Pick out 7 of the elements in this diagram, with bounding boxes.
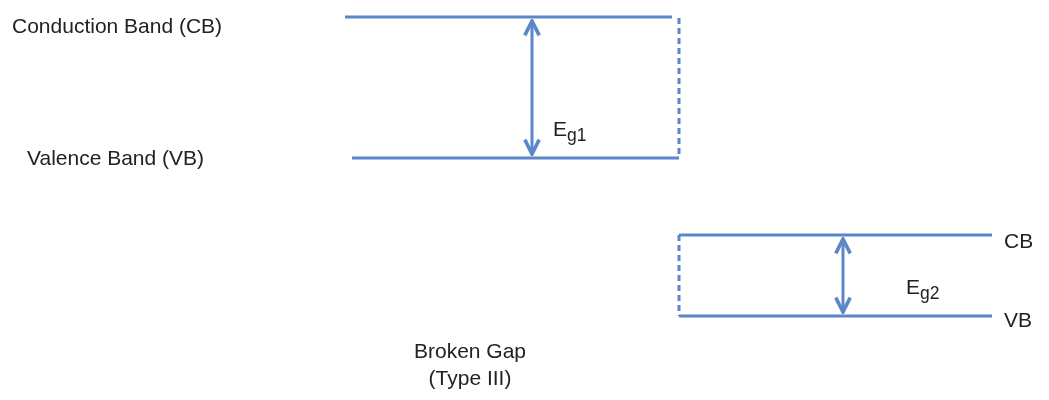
energy-gap-label: E$_{g1}$ xyxy=(553,118,587,145)
band-label: CB xyxy=(1004,230,1034,251)
band-label: VB xyxy=(1004,309,1032,330)
caption: Broken Gap (Type III) xyxy=(412,338,528,392)
band-label: Conduction Band (CB) xyxy=(12,15,223,36)
energy-gap-label: E$_{g2}$ xyxy=(906,276,940,303)
band-label: Valence Band (VB) xyxy=(27,147,205,168)
